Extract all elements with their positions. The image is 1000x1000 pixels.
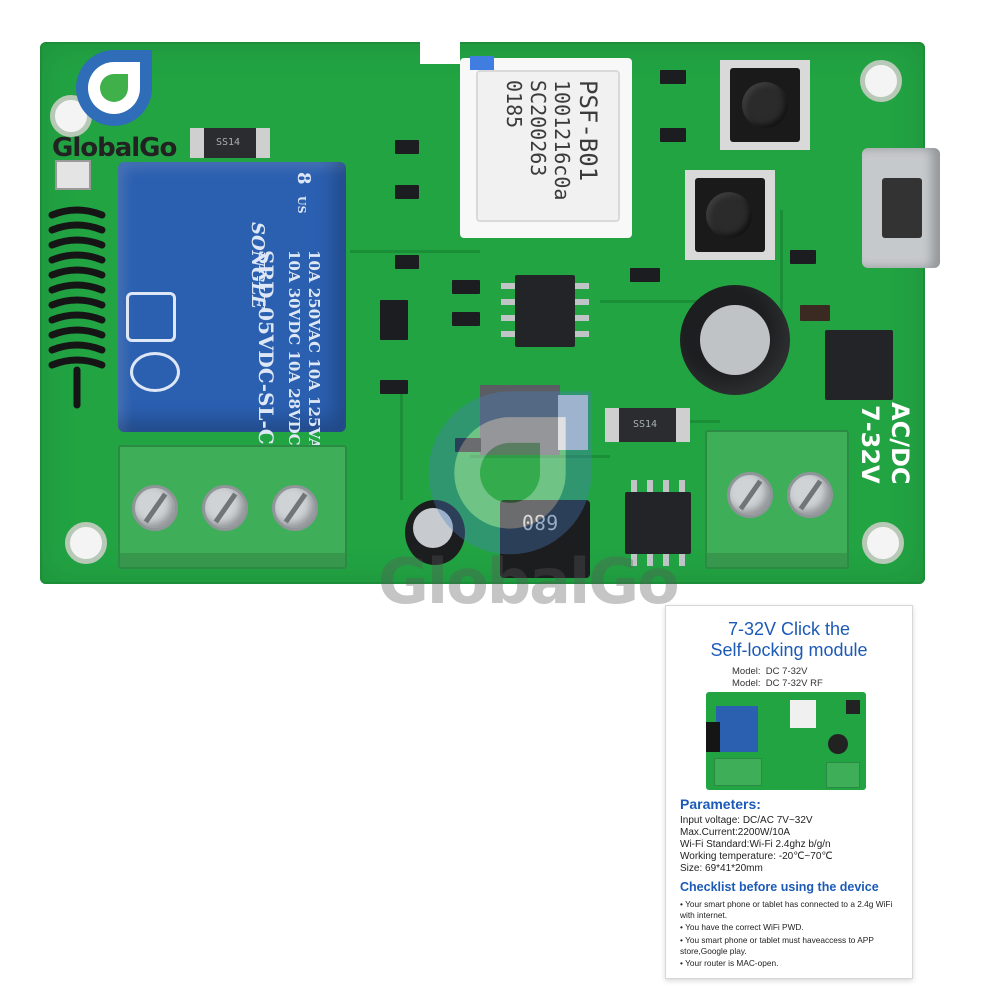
instruction-card: 7-32V Click the Self-locking module Mode… (665, 605, 913, 979)
ic-chip-8pin-2 (625, 480, 691, 566)
card-title-line2: Self-locking module (710, 640, 868, 660)
mounting-hole (862, 522, 904, 564)
mounting-hole (860, 60, 902, 102)
voltage-regulator (480, 385, 560, 455)
relay-model: SRD-05VDC-SL-C (254, 250, 278, 445)
pcb-trace (350, 250, 480, 253)
checklist-item: • Your router is MAC-open. (680, 958, 779, 968)
electrolytic-capacitor (680, 285, 790, 395)
antenna-coil (48, 206, 106, 409)
card-param-5: Size: 69*41*20mm (680, 863, 763, 874)
relay-mark: 8 (293, 172, 314, 185)
terminal-screw (132, 485, 178, 531)
reset-button[interactable] (742, 82, 788, 128)
smd-resistor (455, 438, 481, 452)
bullet-icon: • (680, 958, 686, 968)
smd-resistor (395, 255, 419, 269)
voltage-label: 7-32V (856, 405, 884, 484)
power-label: AC/DC (886, 402, 914, 485)
pcb-trace (400, 380, 403, 500)
pcb-trace (470, 455, 610, 458)
relay-cqc-icon (130, 352, 180, 392)
card-param-2: Max.Current:2200W/10A (680, 827, 791, 838)
relay-cert-icon (126, 292, 176, 342)
card-title-line1: 7-32V Click the (727, 619, 851, 639)
card-checklist-heading: Checklist before using the device (680, 880, 879, 894)
ic-chip-8pin (501, 275, 589, 347)
relay-rating-line-2: 10A 30VDC 10A 28VDC (285, 250, 303, 446)
relay-rating-line-1: 10A 250VAC 10A 125VAC (305, 250, 323, 462)
bullet-icon: • (680, 935, 686, 945)
pcb-trace (600, 300, 720, 303)
bridge-rectifier (825, 330, 893, 400)
inductor: 680 (500, 500, 590, 578)
smd-resistor (395, 140, 419, 154)
smd-resistor (380, 380, 408, 394)
brand-logo-text: GlobalGo (52, 133, 177, 163)
card-param-4: Working temperature: -20℃~70℃ (680, 851, 833, 862)
relay-terminal-block (118, 445, 347, 569)
bullet-icon: • (680, 922, 686, 932)
smd-resistor (452, 312, 480, 326)
card-model-1: Model: DC 7-32V (732, 666, 808, 677)
smd-resistor (395, 185, 419, 199)
mounting-hole (65, 522, 107, 564)
wifi-module: PSF-B01 1001216c0a SC200263 0185 (476, 70, 620, 222)
smd-resistor (452, 280, 480, 294)
terminal-screw (727, 472, 773, 518)
relay: 8 US SONGLE 10A 250VAC 10A 125VAC 10A 30… (118, 162, 346, 461)
smd-resistor (660, 70, 686, 84)
card-model-2: Model: DC 7-32V RF (732, 678, 823, 689)
board-notch (420, 42, 460, 64)
smd-resistor (660, 128, 686, 142)
smd-resistor (800, 305, 830, 321)
pair-button[interactable] (706, 192, 752, 238)
card-product-image (706, 692, 866, 790)
brand-logo-icon (76, 50, 152, 126)
pcb-trace (780, 210, 783, 320)
checklist-item: • You have the correct WiFi PWD. (680, 922, 804, 932)
diode-ss14: SS14 (190, 128, 270, 158)
smd-resistor (790, 250, 816, 264)
watermark-text: GlobalGo (378, 545, 680, 618)
card-param-1: Input voltage: DC/AC 7V~32V (680, 815, 813, 826)
smd-transistor (380, 300, 408, 340)
card-param-3: Wi-Fi Standard:Wi-Fi 2.4ghz b/g/n (680, 839, 831, 850)
regulator-tab (558, 395, 588, 450)
terminal-screw (787, 472, 833, 518)
wifi-led (470, 56, 494, 70)
micro-usb-port (862, 148, 940, 268)
terminal-screw (202, 485, 248, 531)
small-capacitor (405, 500, 465, 565)
power-terminal-block (705, 430, 849, 569)
checklist-item: • You smart phone or tablet must haveacc… (680, 935, 874, 956)
watermark-icon (428, 391, 592, 555)
relay-us-mark: US (295, 196, 308, 214)
checklist-item: • Your smart phone or tablet has connect… (680, 899, 893, 920)
bullet-icon: • (680, 899, 686, 909)
diode-ss14-2: SS14 (605, 408, 690, 442)
card-parameters-heading: Parameters: (680, 796, 761, 812)
terminal-screw (272, 485, 318, 531)
smd-resistor (630, 268, 660, 282)
crystal-oscillator (55, 160, 91, 190)
